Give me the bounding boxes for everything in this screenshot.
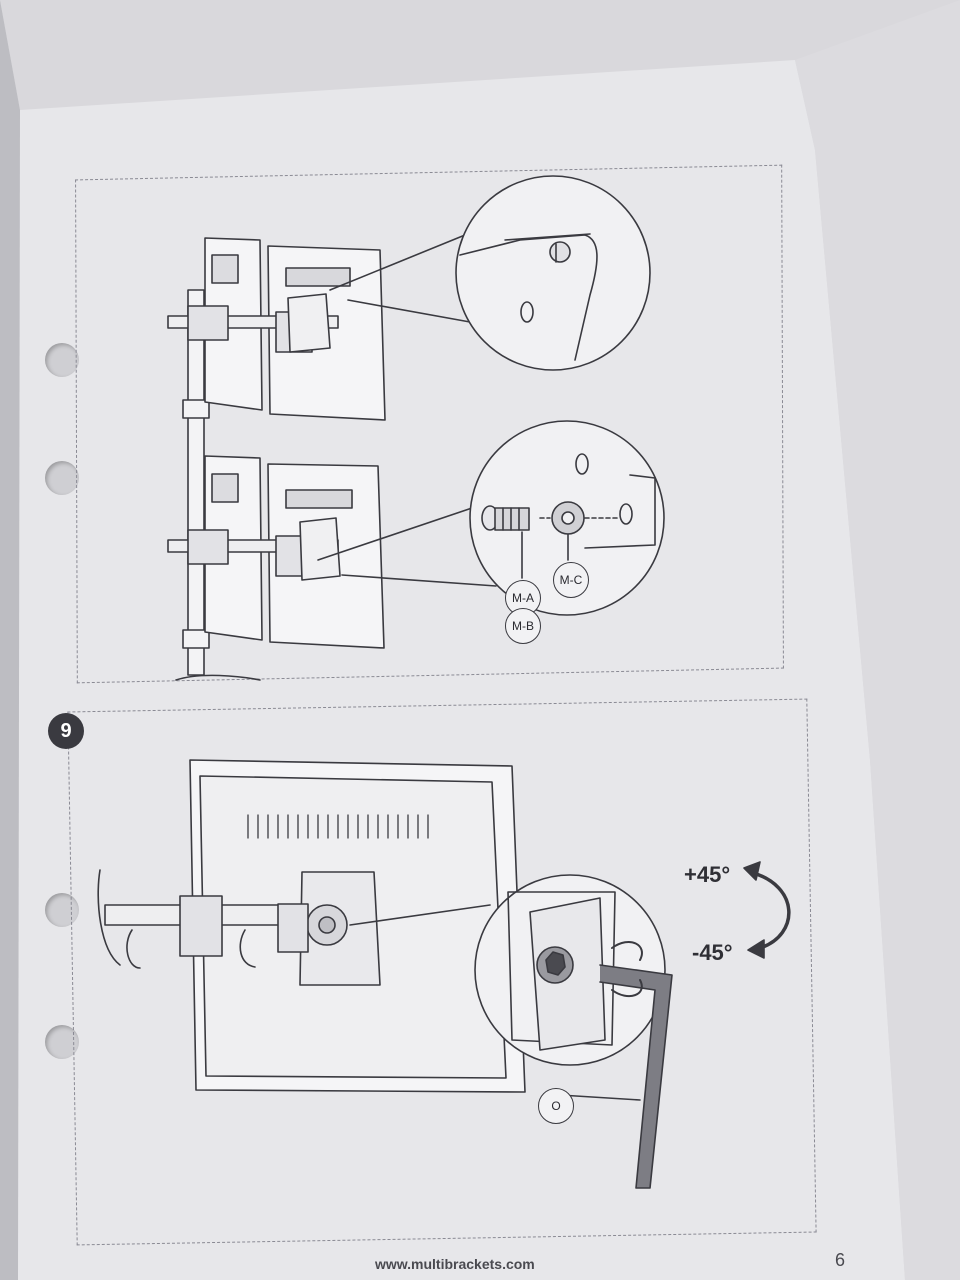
rotation-arrow-icon (748, 870, 791, 950)
part-label-mb: M-B (505, 608, 541, 644)
punch-hole (45, 461, 79, 495)
part-label-mc: M-C (553, 562, 589, 598)
magnified-screw-detail-1 (455, 175, 651, 371)
rotation-plus-label: +45° (684, 862, 731, 887)
dual-monitor-pole-illustration (167, 237, 386, 681)
rotation-minus-label: -45° (692, 940, 733, 965)
monitor-rotation-illustration (97, 759, 526, 1093)
punch-hole (45, 893, 79, 927)
step-number-badge: 9 (48, 713, 84, 749)
punch-hole (45, 1025, 79, 1059)
magnified-screw-detail-2 (469, 420, 665, 616)
footer-website: www.multibrackets.com (375, 1256, 535, 1272)
punch-hole (45, 343, 79, 377)
page-number: 6 (835, 1250, 846, 1270)
magnified-hex-bolt-detail (474, 874, 673, 1189)
part-label-o: O (538, 1088, 574, 1124)
